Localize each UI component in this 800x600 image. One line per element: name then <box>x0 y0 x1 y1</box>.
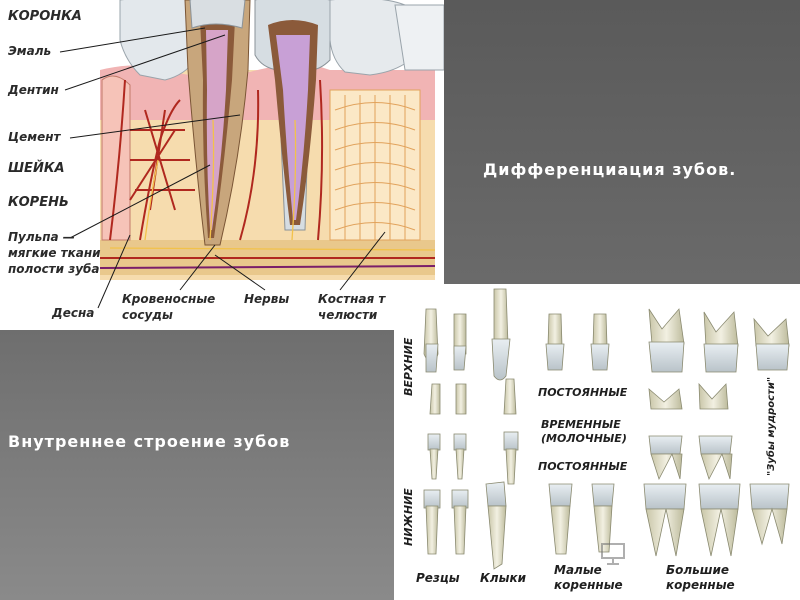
label-pulp-line3: полости зуба <box>8 262 100 276</box>
label-pulp-line2: мягкие ткани <box>8 246 101 260</box>
label-wisdom-teeth: "Зубы мудрости" <box>766 376 777 476</box>
tooth-cross-section-drawing <box>59 0 444 309</box>
label-molars-line1: Большие <box>666 563 730 577</box>
label-molars-line2: коренные <box>666 578 735 592</box>
label-gum: Десна <box>52 306 95 320</box>
internal-structure-title: Внутреннее строение зубов <box>8 432 291 451</box>
label-crown: КОРОНКА <box>8 9 82 24</box>
teeth-types-chart: ВЕРХНИЕ НИЖНИЕ "Зубы мудрости" ПОСТОЯННЫ… <box>394 284 800 600</box>
label-bone-line1: Костная т <box>318 292 386 306</box>
label-vessels-line1: Кровеносные <box>122 292 216 306</box>
label-premolars-line2: коренные <box>554 578 623 592</box>
label-permanent-upper: ПОСТОЯННЫЕ <box>538 386 628 399</box>
label-milk-teeth: (МОЛОЧНЫЕ) <box>541 432 627 445</box>
label-pulp-line1: Пульпа — <box>8 230 75 244</box>
label-temporary: ВРЕМЕННЫЕ <box>541 418 621 431</box>
label-cement: Цемент <box>8 130 61 144</box>
label-root: КОРЕНЬ <box>8 195 69 210</box>
label-neck: ШЕЙКА <box>8 161 65 176</box>
label-vessels-line2: сосуды <box>122 308 173 322</box>
label-premolars-line1: Малые <box>554 563 602 577</box>
label-permanent-lower: ПОСТОЯННЫЕ <box>538 460 628 473</box>
label-dentin: Дентин <box>8 83 59 97</box>
watermark-logo <box>600 538 770 568</box>
presentation-icon <box>601 543 625 565</box>
label-nerves: Нервы <box>244 292 290 306</box>
label-upper: ВЕРХНИЕ <box>402 337 415 396</box>
label-bone-line2: челюсти <box>318 308 378 322</box>
label-incisors: Резцы <box>416 571 460 585</box>
tooth-anatomy-illustration: КОРОНКА Эмаль Дентин Цемент ШЕЙКА КОРЕНЬ… <box>0 0 444 330</box>
teeth-types-drawing <box>423 288 790 570</box>
label-lower: НИЖНИЕ <box>402 488 415 546</box>
differentiation-title: Дифференциация зубов. <box>483 160 737 179</box>
label-canines: Клыки <box>480 571 527 585</box>
label-enamel: Эмаль <box>8 44 52 58</box>
